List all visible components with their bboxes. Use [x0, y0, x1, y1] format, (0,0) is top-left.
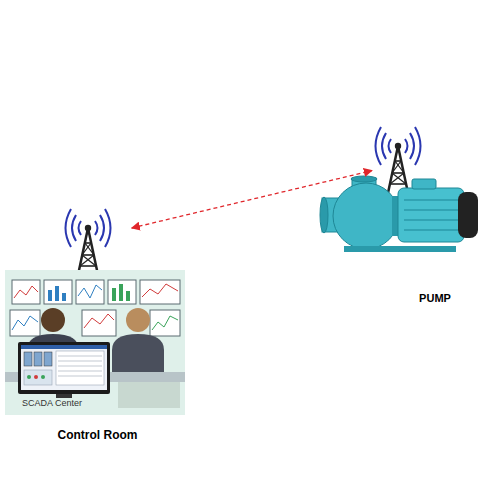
screen-chart: [152, 316, 178, 330]
motor-end-cap: [458, 192, 478, 238]
screen-chart: [112, 288, 116, 301]
pump-base: [344, 246, 456, 252]
status-light: [34, 375, 38, 379]
screen-label: SCADA Center: [22, 398, 122, 408]
control-room: SCADA CenterControl Room: [5, 228, 190, 450]
screen-chart: [78, 285, 102, 298]
table-line: [58, 376, 102, 377]
table-line: [58, 361, 102, 362]
motor-fin: [404, 219, 458, 221]
table-line: [58, 366, 102, 367]
radio-link: [132, 171, 372, 228]
screen-chart: [126, 291, 130, 301]
monitor-screen: [21, 345, 107, 390]
window-bar: [21, 345, 107, 349]
data-window: [56, 351, 104, 385]
wall-screen: [76, 280, 104, 304]
operator-body: [112, 334, 164, 374]
wall-screen: [10, 310, 40, 336]
motor-fin: [404, 199, 458, 201]
screen-chart: [84, 314, 114, 328]
monitor-bezel: [18, 342, 110, 394]
outlet-flange: [351, 176, 377, 182]
screen-chart: [12, 316, 38, 330]
motor-fin: [404, 209, 458, 211]
table-line: [58, 371, 102, 372]
tank-gauge: [24, 352, 32, 366]
wall-screen: [140, 280, 180, 304]
console-panel: [118, 382, 180, 408]
node-title: PUMP: [372, 292, 498, 305]
pump-station: PUMP: [372, 165, 487, 310]
inlet-flange: [320, 197, 328, 233]
pump-volute: [333, 183, 399, 249]
terminal-box: [412, 179, 436, 189]
motor-fin: [404, 229, 458, 231]
antenna-tower: [66, 209, 111, 275]
screen-chart: [119, 284, 123, 301]
data-window: [24, 370, 52, 385]
operator-head: [41, 308, 65, 332]
tank-gauge: [34, 352, 42, 366]
pump-motor: [398, 188, 464, 242]
node-title: Control Room: [5, 429, 190, 443]
status-light: [27, 375, 31, 379]
wall-screen: [150, 310, 180, 336]
screen-chart: [62, 293, 66, 301]
wall-screen: [44, 280, 72, 304]
tank-gauge: [44, 352, 52, 366]
wall-screen: [12, 280, 40, 304]
screen-chart: [14, 286, 38, 298]
room-background: [5, 270, 185, 415]
operator-head: [126, 308, 150, 332]
screen-chart: [55, 286, 59, 301]
screen-chart: [142, 284, 178, 297]
status-light: [41, 375, 45, 379]
wall-screen: [108, 280, 136, 304]
monitor-stand: [56, 394, 72, 398]
table-line: [58, 356, 102, 357]
screen-chart: [48, 290, 52, 301]
wall-screen: [82, 310, 116, 336]
